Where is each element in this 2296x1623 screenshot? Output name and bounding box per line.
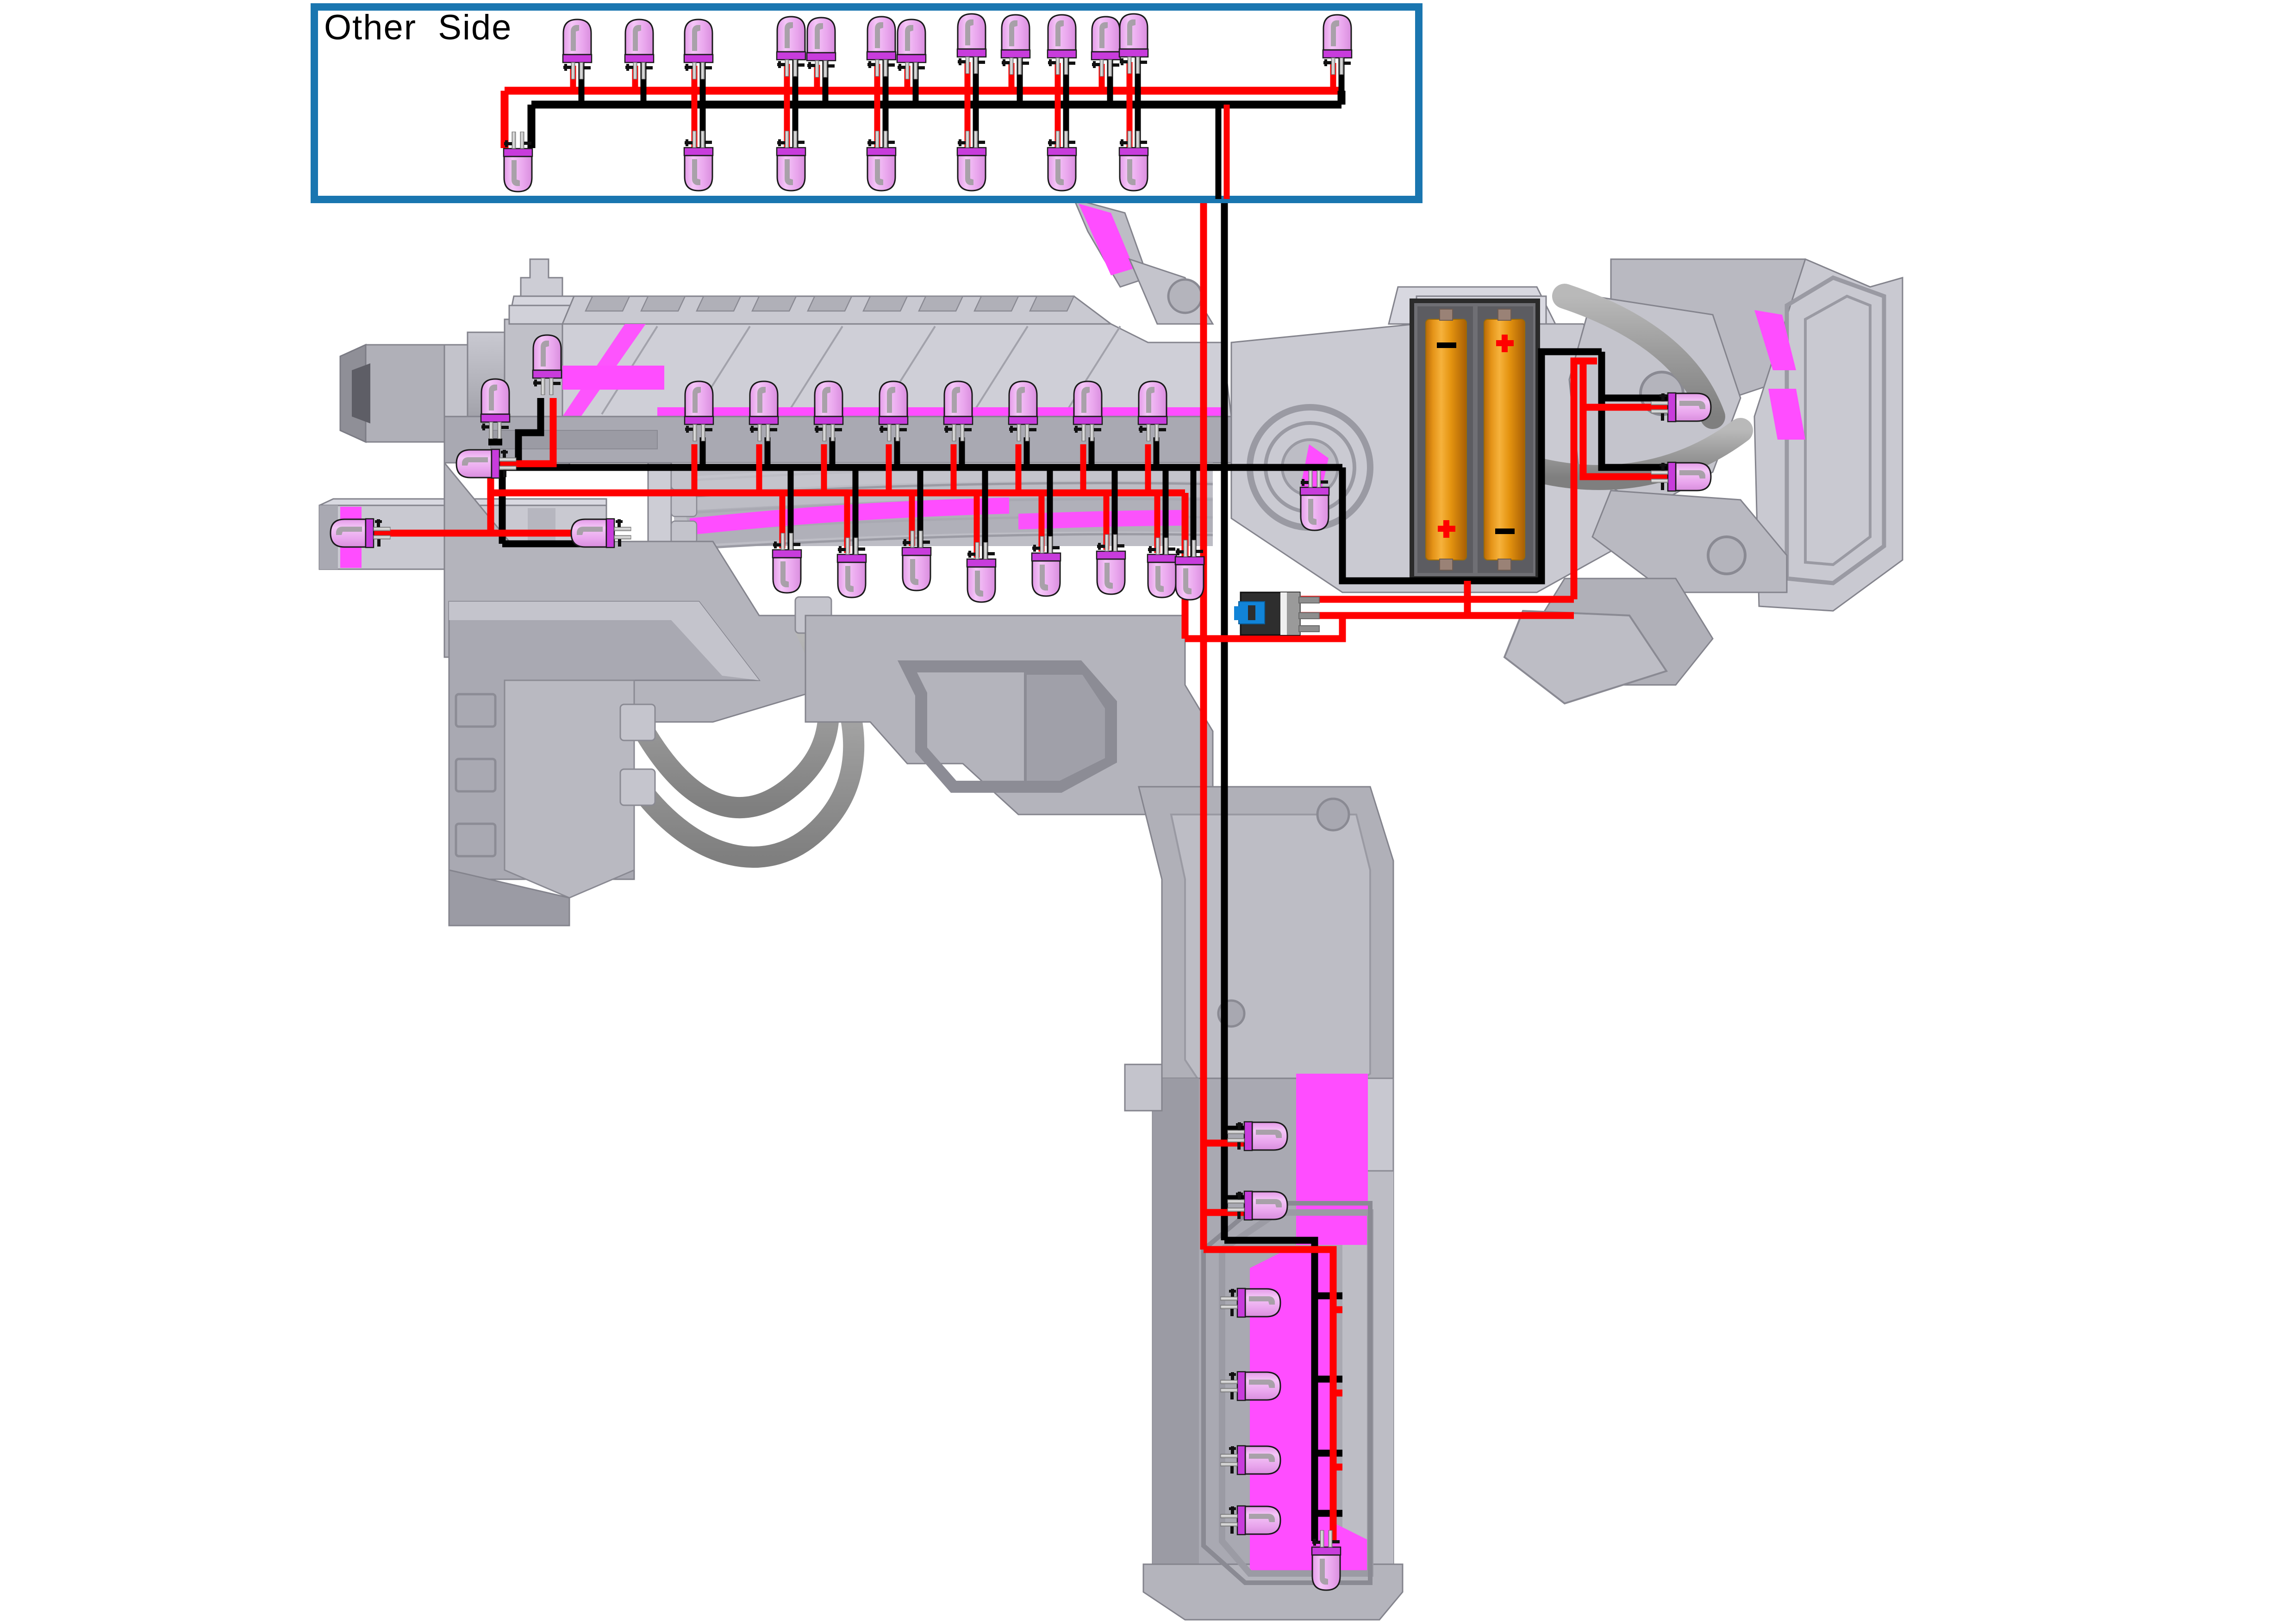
battery-left-minus-marking [1437,342,1456,348]
led-barrel-4 [966,541,997,603]
battery-cell-left [1425,309,1467,571]
left-accessory-block [448,601,761,927]
slide-switch[interactable] [1234,591,1320,636]
battery-left-plus-marking [1438,520,1455,538]
battery-cell-right [1484,309,1525,571]
battery-pack [1410,298,1540,581]
folding-stock [1503,258,1903,705]
barrel-tube-bundle [671,463,1213,550]
battery-right-plus-marking [1496,335,1514,352]
switch-pins [1298,597,1320,632]
trigger-group [805,615,1214,815]
other-side-label: Other Side [324,8,512,47]
led-barrel-8 [1174,539,1205,601]
led-barrel-7 [1147,537,1177,598]
led-barrel-2 [836,537,867,598]
battery-right-minus-marking [1495,529,1515,534]
other-side-panel [311,3,1423,203]
top-rail [561,295,1113,325]
top-row-led-leads [691,437,1160,493]
charging-handle [1073,198,1149,288]
